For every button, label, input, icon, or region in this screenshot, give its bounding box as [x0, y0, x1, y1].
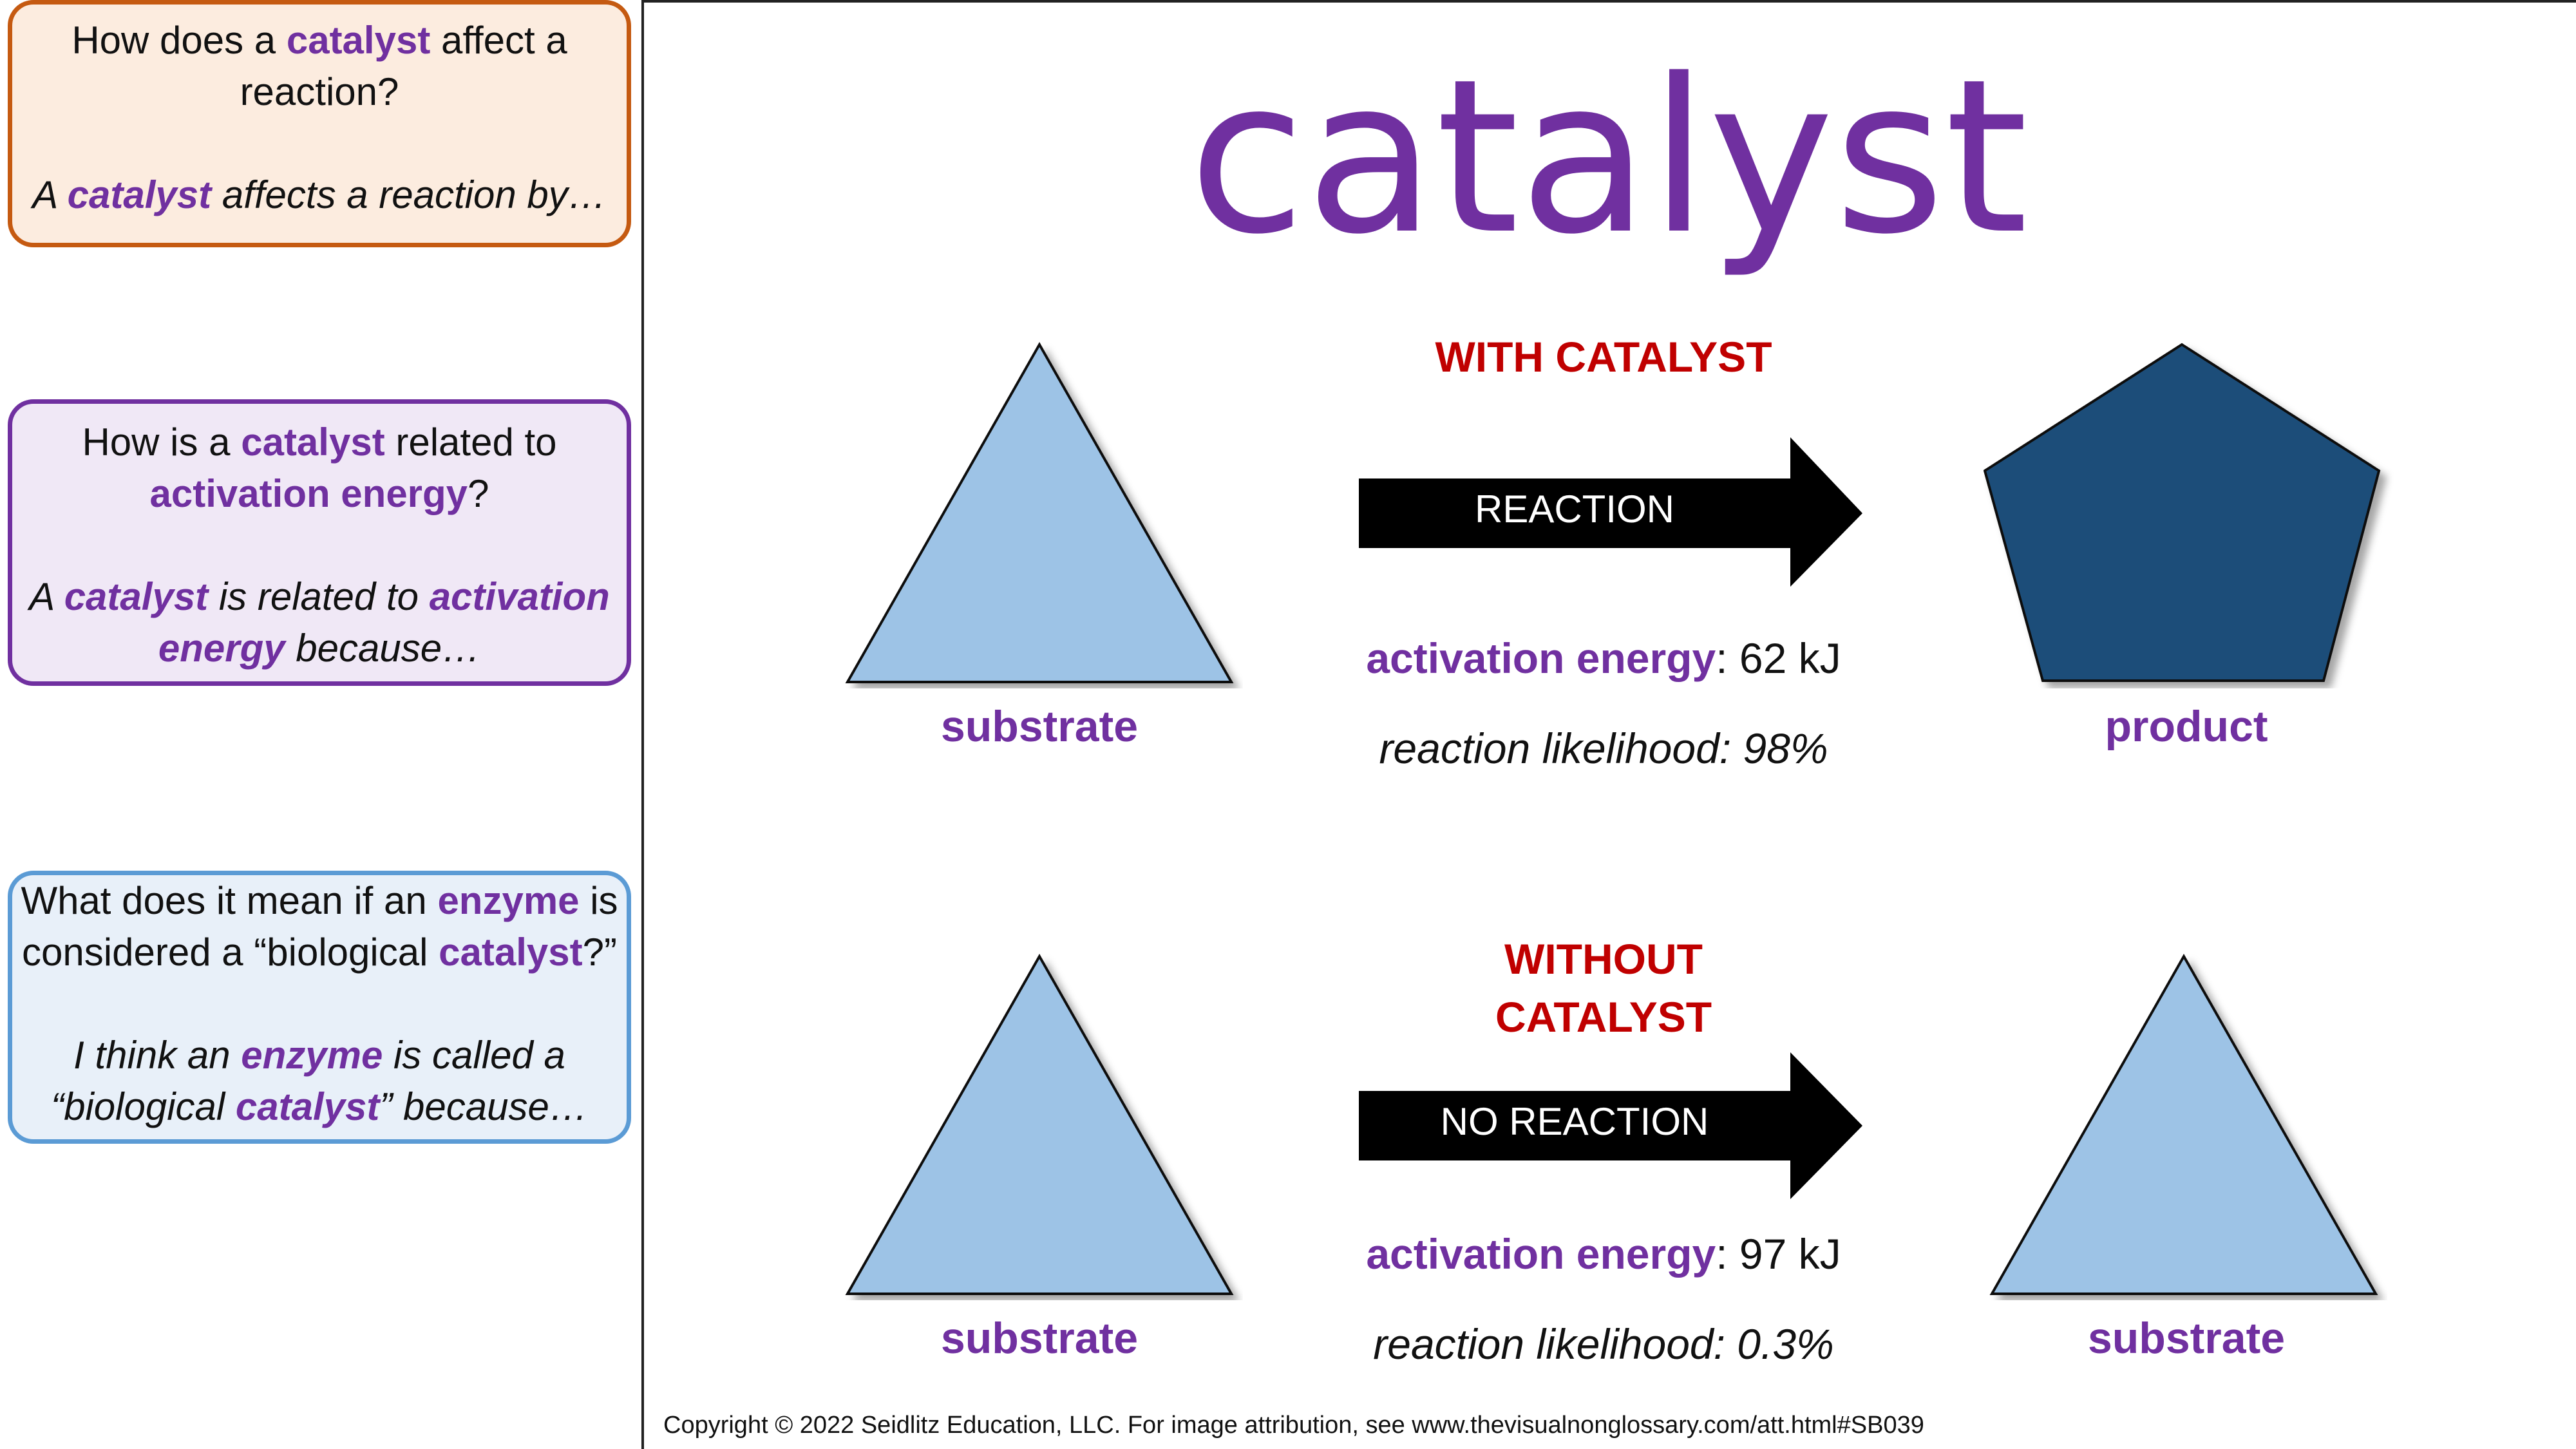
- reaction-arrow-icon: [1359, 437, 1862, 587]
- arrow-label: NO REACTION: [1440, 1100, 1709, 1143]
- right-shape-label: product: [2105, 702, 2268, 751]
- question-box-catalyst-effect: How does a catalyst affect a reaction? A…: [8, 0, 631, 247]
- key-term: catalyst: [64, 575, 209, 618]
- left-shape-label: substrate: [940, 1314, 1139, 1363]
- key-term: catalyst: [67, 173, 212, 216]
- right-shape-label: substrate: [2087, 1314, 2286, 1363]
- key-term: activation energy: [158, 575, 610, 670]
- reaction-likelihood-stat: reaction likelihood: 98%: [1379, 724, 1828, 772]
- key-term: catalyst: [439, 931, 583, 974]
- sentence-stem: A catalyst affects a reaction by…: [32, 173, 607, 216]
- condition-label-with: WITH CATALYST: [1435, 333, 1772, 381]
- key-term: catalyst: [235, 1085, 380, 1128]
- copyright-footer: Copyright © 2022 Seidlitz Education, LLC…: [663, 1412, 1924, 1439]
- key-term: catalyst: [241, 421, 385, 464]
- question-box-enzyme: What does it mean if an enzyme is consid…: [8, 871, 631, 1144]
- question-box-activation-energy: How is a catalyst related to activation …: [8, 399, 631, 686]
- activation-energy-stat: activation energy: 97 kJ: [1366, 1230, 1841, 1278]
- sentence-stem: A catalyst is related to activation ener…: [29, 575, 610, 670]
- page-title: catalyst: [1188, 33, 2029, 281]
- condition-label-without: WITHOUT CATALYST: [1495, 935, 1712, 1041]
- reaction-arrow-icon: [1359, 1052, 1862, 1199]
- substrate-triangle-icon: [845, 953, 1234, 1295]
- reaction-likelihood-stat: reaction likelihood: 0.3%: [1373, 1320, 1834, 1368]
- key-term: enzyme: [241, 1034, 383, 1077]
- question-text: What does it mean if an enzyme is consid…: [21, 879, 618, 974]
- key-term: catalyst: [286, 19, 431, 62]
- diagram-panel: catalyst substrate WITH CATALYST REACTIO…: [641, 0, 2576, 1449]
- key-term: activation energy: [149, 472, 468, 515]
- key-term: enzyme: [437, 879, 580, 922]
- question-text: How does a catalyst affect a reaction?: [71, 19, 567, 113]
- arrow-label: REACTION: [1474, 488, 1675, 531]
- activation-energy-stat: activation energy: 62 kJ: [1366, 634, 1841, 682]
- substrate-triangle-icon: [1989, 953, 2378, 1295]
- left-shape-label: substrate: [940, 702, 1139, 751]
- product-pentagon-icon: [1984, 343, 2381, 682]
- question-text: How is a catalyst related to activation …: [82, 421, 557, 515]
- sentence-stem: I think an enzyme is called a “biologica…: [51, 1034, 588, 1128]
- substrate-triangle-icon: [845, 341, 1234, 683]
